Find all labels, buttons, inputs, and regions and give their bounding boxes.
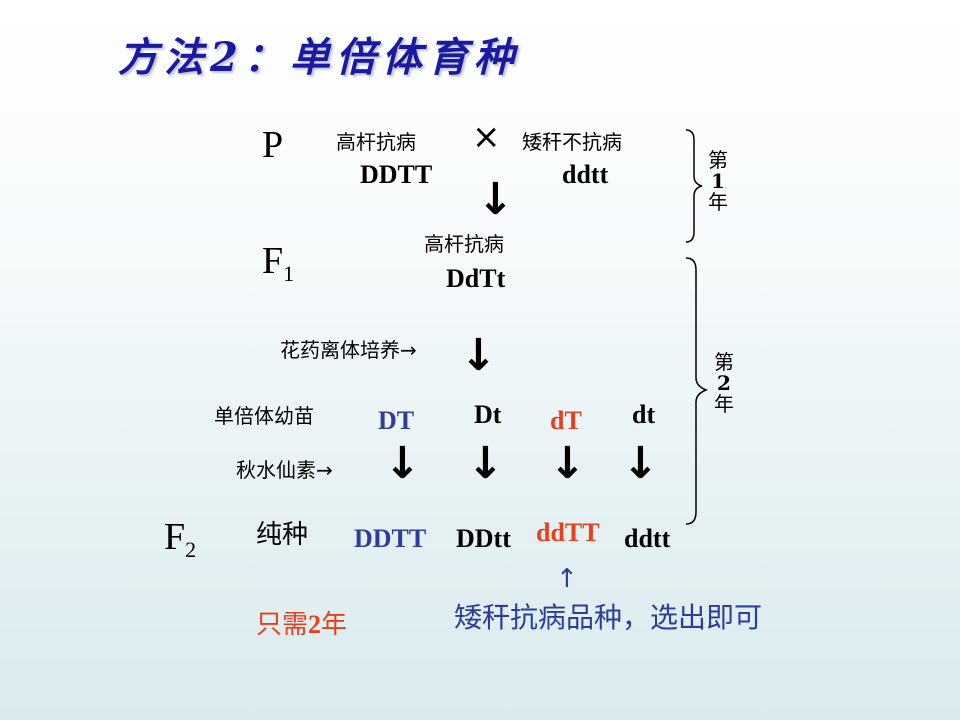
brace-year-2 [685,257,709,525]
f1-genotype: DdTt [446,264,506,293]
arrow-p-to-f1: ↓ [477,174,514,225]
arrow-colchicine-1: ↓ [384,438,421,489]
arrow-colchicine-3: ↓ [549,438,586,489]
haploid-seedling-label: 单倍体幼苗 [214,404,314,428]
haploid-genotype-dT: dT [550,406,582,435]
selection-pointer-arrow: ↑ [556,564,578,594]
parent-left-genotype: DDTT [360,160,433,189]
parent-right-genotype: ddtt [562,160,609,189]
arrow-colchicine-4: ↓ [622,438,659,489]
step-colchicine: 秋水仙素→ [236,458,333,482]
arrow-anther-culture: ↓ [460,330,497,381]
haploid-genotype-Dt: Dt [474,400,502,429]
generation-f2-label: F2 [164,516,197,562]
brace-year-1 [685,129,703,243]
f2-genotype-DDTT: DDTT [354,524,427,553]
pure-line-label: 纯种 [256,520,309,550]
arrow-colchicine-2: ↓ [467,438,504,489]
f2-genotype-ddTT: ddTT [536,518,600,547]
haploid-genotype-dt: dt [632,400,656,429]
cross-symbol: × [472,117,501,157]
generation-p-label: P [262,124,284,166]
slide-title: 方法2：单倍体育种 [118,34,520,81]
parent-left-phenotype: 高杆抗病 [336,130,416,154]
haploid-genotype-DT: DT [378,406,415,435]
generation-f1-label: F1 [262,240,295,286]
only-need-years: 只需2年 [256,610,348,640]
step-anther-culture: 花药离体培养→ [280,338,417,362]
f1-phenotype: 高杆抗病 [424,232,504,256]
f2-genotype-DDtt: DDtt [456,524,511,553]
f2-genotype-ddtt: ddtt [624,524,671,553]
parent-right-phenotype: 矮秆不抗病 [522,130,622,154]
selection-note: 矮秆抗病品种，选出即可 [454,601,763,634]
